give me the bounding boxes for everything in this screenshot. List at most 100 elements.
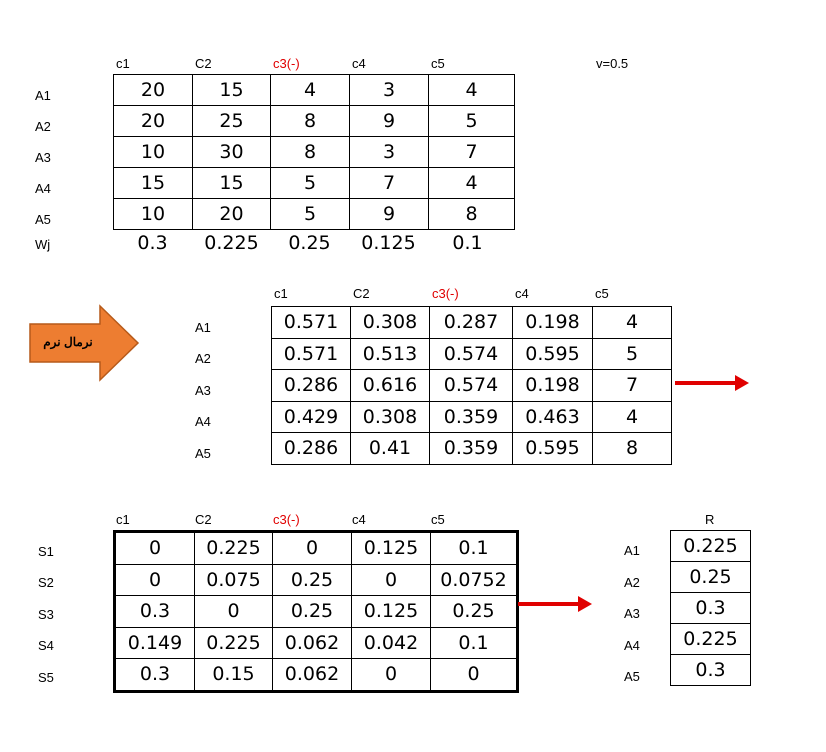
table-cell: 0.225 [194, 626, 273, 659]
row-label: S3 [38, 606, 54, 622]
table-cell: 0.513 [350, 337, 430, 370]
table-cell: 0.225 [670, 530, 751, 562]
row-label: A4 [35, 180, 51, 196]
table-row: 0.225 [670, 623, 751, 655]
table-cell: 20 [113, 74, 193, 106]
table-cell: 10 [113, 198, 193, 230]
table-cell: 0.359 [429, 432, 513, 465]
row-label: S4 [38, 638, 54, 654]
weights-label: Wj [35, 237, 51, 252]
table-cell: 0.25 [670, 561, 751, 593]
table-cell: 0.198 [512, 306, 593, 339]
table-cell: 10 [113, 136, 193, 168]
column-header: C2 [195, 56, 212, 71]
row-label: A3 [35, 149, 51, 165]
row-label: S5 [38, 669, 54, 685]
column-header: R [705, 512, 715, 527]
table-cell: 4 [592, 306, 672, 339]
table-cell: 0.3 [670, 654, 751, 686]
table-cell: 15 [113, 167, 193, 199]
column-header: c4 [352, 56, 366, 71]
table-cell: 0.25 [272, 563, 352, 596]
row-label: A1 [35, 87, 51, 103]
weight-value: 0.225 [204, 232, 259, 254]
table-cell: 0.3 [670, 592, 751, 624]
table-cell: 5 [270, 198, 350, 230]
table-cell: 25 [192, 105, 271, 137]
table-cell: 7 [428, 136, 515, 168]
row-label: A5 [624, 669, 640, 684]
table-cell: 0.3 [114, 658, 195, 692]
table-cell: 0.287 [429, 306, 513, 339]
normalize-arrow-icon [29, 304, 140, 382]
column-header: c4 [352, 512, 366, 527]
table-cell: 0.616 [350, 369, 430, 402]
table-cell: 0.463 [512, 400, 593, 433]
table-cell: 0.042 [351, 626, 431, 659]
row-label: A4 [624, 637, 640, 653]
row-label: A1 [195, 319, 211, 335]
table-cell: 0 [351, 563, 431, 596]
table-cell: 0.286 [271, 432, 351, 465]
column-header: C2 [353, 286, 370, 301]
table-row: 0.3 [670, 654, 751, 686]
column-header: c1 [116, 512, 130, 527]
table-cell: 5 [592, 337, 672, 370]
table-cell: 8 [428, 198, 515, 230]
table-cell: 0.429 [271, 400, 351, 433]
table-cell: 0.25 [430, 595, 518, 628]
row-label: A1 [624, 543, 640, 558]
table-cell: 0.595 [512, 337, 593, 370]
table-cell: 0.571 [271, 306, 351, 339]
table-cell: 8 [592, 432, 672, 465]
table-cell: 4 [428, 167, 515, 199]
row-label: S1 [38, 543, 54, 559]
weight-value: 0.3 [137, 232, 168, 254]
table-cell: 4 [428, 74, 515, 106]
table-cell: 0.1 [430, 626, 518, 659]
table-cell: 0.15 [194, 658, 273, 692]
table-cell: 20 [192, 198, 271, 230]
v-parameter-label: v=0.5 [596, 56, 629, 71]
table-cell: 0 [351, 658, 431, 692]
table-cell: 3 [349, 74, 429, 106]
normalize-arrow-label: نرمال نرم [43, 335, 93, 349]
table-cell: 0.225 [194, 531, 273, 565]
row-label: A3 [624, 606, 640, 621]
table-cell: 0.062 [272, 626, 352, 659]
table-cell: 0 [114, 563, 195, 596]
column-header: C2 [195, 512, 212, 527]
row-label: A5 [35, 211, 51, 227]
weight-value: 0.25 [288, 232, 331, 254]
weight-value: 0.125 [361, 232, 416, 254]
column-header: c3(-) [273, 56, 300, 71]
row-label: S2 [38, 575, 54, 591]
column-header: c5 [595, 286, 609, 301]
table-cell: 0.125 [351, 595, 431, 628]
table-cell: 5 [270, 167, 350, 199]
table-cell: 15 [192, 74, 271, 106]
table-cell: 5 [428, 105, 515, 137]
right-arrow-icon [518, 596, 592, 612]
table-cell: 0 [114, 531, 195, 565]
table-cell: 0 [430, 658, 518, 692]
table-cell: 0.075 [194, 563, 273, 596]
table-cell: 0.286 [271, 369, 351, 402]
table-cell: 9 [349, 105, 429, 137]
table-cell: 0 [194, 595, 273, 628]
table-cell: 0.062 [272, 658, 352, 692]
table-row: 0.3 [670, 592, 751, 624]
table-cell: 0.308 [350, 400, 430, 433]
table-cell: 0.595 [512, 432, 593, 465]
